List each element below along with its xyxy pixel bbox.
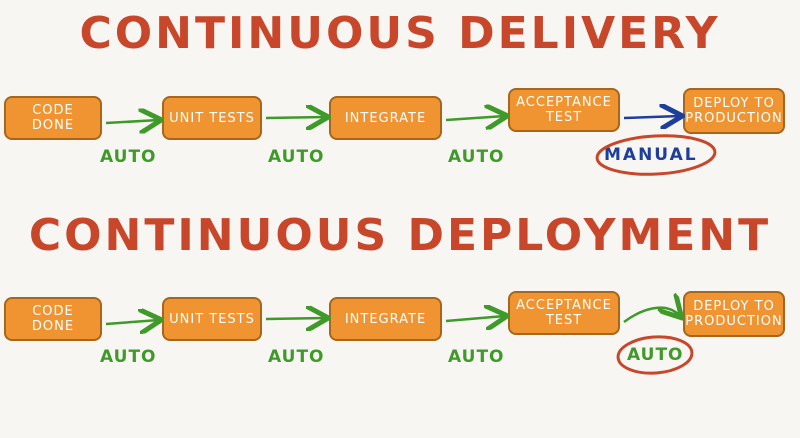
arrow-auto	[105, 120, 159, 123]
stage-label: DEPLOY TO PRODUCTION	[685, 96, 783, 126]
transition-label-manual: MANUAL	[604, 145, 698, 165]
arrow-auto	[445, 116, 505, 120]
stage-label: DEPLOY TO PRODUCTION	[685, 299, 783, 329]
stage-code-done: CODE DONE	[4, 96, 102, 140]
stage-integrate: INTEGRATE	[329, 96, 442, 140]
manual-highlight-circle	[595, 134, 717, 176]
transition-label: AUTO	[100, 147, 157, 167]
transition-label: AUTO	[100, 347, 157, 367]
transition-label: AUTO	[448, 147, 505, 167]
stage-deploy-to-production: DEPLOY TO PRODUCTION	[683, 291, 785, 337]
stage-acceptance-test: ACCEPTANCE TEST	[508, 88, 620, 132]
arrow-manual	[623, 116, 680, 118]
transition-label: AUTO	[268, 147, 325, 167]
transition-label-auto-highlight: AUTO	[627, 345, 684, 365]
stage-code-done: CODE DONE	[4, 297, 102, 341]
stage-label: UNIT TESTS	[169, 311, 255, 327]
stage-acceptance-test: ACCEPTANCE TEST	[508, 291, 620, 335]
stage-unit-tests: UNIT TESTS	[162, 96, 262, 140]
stage-integrate: INTEGRATE	[329, 297, 442, 341]
stage-label: CODE DONE	[31, 304, 75, 334]
stage-deploy-to-production: DEPLOY TO PRODUCTION	[683, 88, 785, 134]
arrow-auto	[105, 320, 159, 324]
stage-label: CODE DONE	[31, 103, 75, 133]
stage-label: INTEGRATE	[344, 311, 427, 327]
title-continuous-delivery: CONTINUOUS DELIVERY	[79, 8, 721, 59]
title-continuous-deployment: CONTINUOUS DEPLOYMENT	[28, 210, 772, 261]
transition-label: AUTO	[448, 347, 505, 367]
stage-unit-tests: UNIT TESTS	[162, 297, 262, 341]
stage-label: ACCEPTANCE TEST	[516, 298, 612, 328]
stage-label: INTEGRATE	[344, 110, 427, 126]
arrow-auto	[265, 117, 326, 118]
transition-label: AUTO	[268, 347, 325, 367]
stage-label: UNIT TESTS	[169, 110, 255, 126]
stage-label: ACCEPTANCE TEST	[516, 95, 612, 125]
arrow-auto	[445, 316, 505, 321]
arrow-auto-curved	[623, 308, 680, 324]
arrow-auto	[265, 318, 326, 319]
auto-highlight-circle	[616, 335, 694, 375]
